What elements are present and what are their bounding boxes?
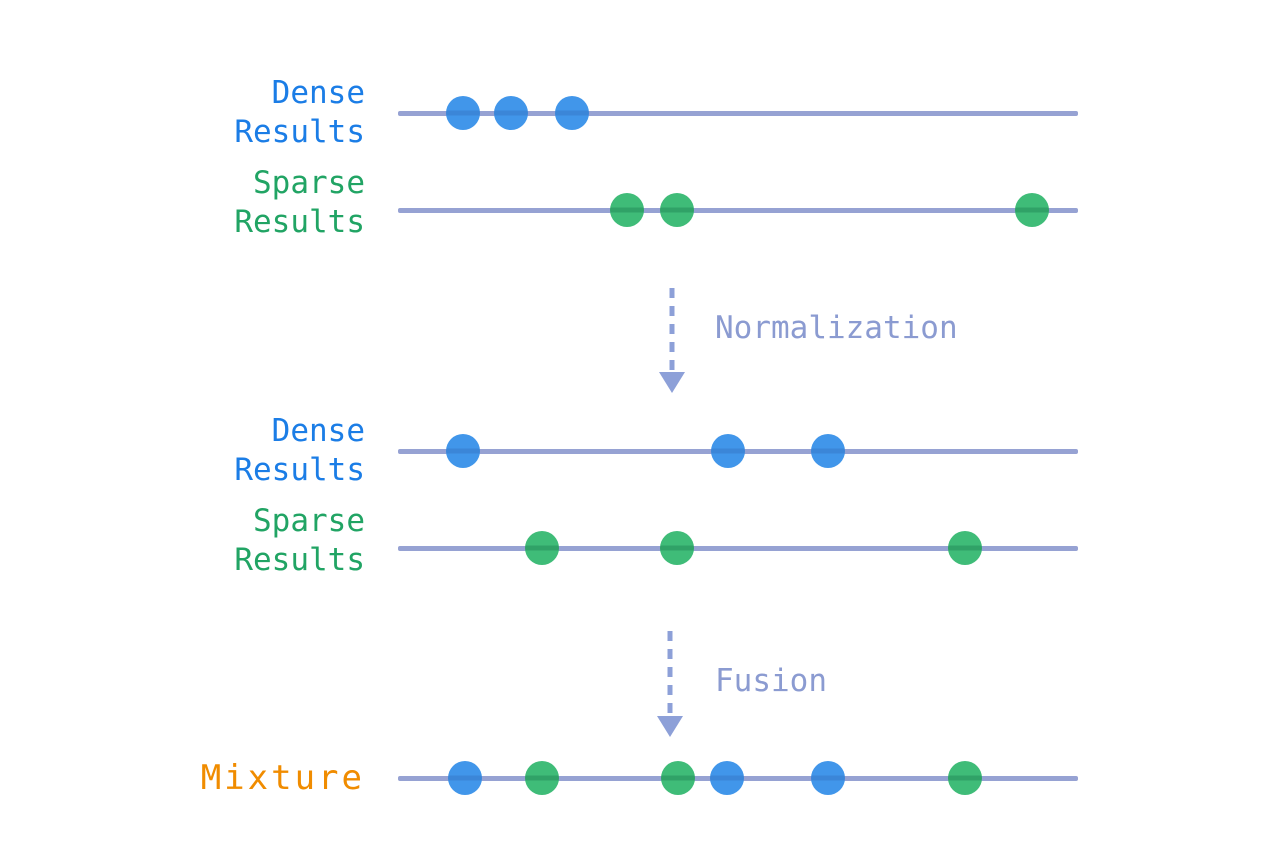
dense-result-dot xyxy=(446,96,480,130)
sparse-result-dot xyxy=(661,761,695,795)
sparse-result-dot xyxy=(948,761,982,795)
label-line: Mixture xyxy=(200,757,365,798)
dense-result-dot xyxy=(448,761,482,795)
dense-result-dot xyxy=(494,96,528,130)
sparse-result-dot xyxy=(610,193,644,227)
label-line: Sparse xyxy=(253,503,365,539)
label-line: Dense xyxy=(271,75,365,111)
number-line xyxy=(398,207,1078,213)
sparse-result-dot xyxy=(660,193,694,227)
sparse-result-dot xyxy=(525,531,559,565)
label-line: Results xyxy=(234,204,365,240)
label-line: Sparse xyxy=(253,165,365,201)
label-line: Results xyxy=(234,452,365,488)
dense-result-dot xyxy=(811,434,845,468)
number-line xyxy=(398,545,1078,551)
sparse-result-dot xyxy=(660,531,694,565)
label-mixture: Mixture xyxy=(0,757,365,798)
number-line xyxy=(398,110,1078,116)
fusion-arrow-down-icon xyxy=(657,631,683,737)
fusion-label: Fusion xyxy=(715,662,827,699)
label-line: Dense xyxy=(271,413,365,449)
sparse-result-dot xyxy=(1015,193,1049,227)
normalization-label: Normalization xyxy=(715,309,958,346)
dense-result-dot xyxy=(711,434,745,468)
dense-result-dot xyxy=(446,434,480,468)
dense-result-dot xyxy=(811,761,845,795)
normalization-arrow-down-icon xyxy=(659,288,685,393)
sparse-result-dot xyxy=(948,531,982,565)
sparse-result-dot xyxy=(525,761,559,795)
label-line: Results xyxy=(234,114,365,150)
dense-result-dot xyxy=(710,761,744,795)
label-line: Results xyxy=(234,542,365,578)
dense-result-dot xyxy=(555,96,589,130)
